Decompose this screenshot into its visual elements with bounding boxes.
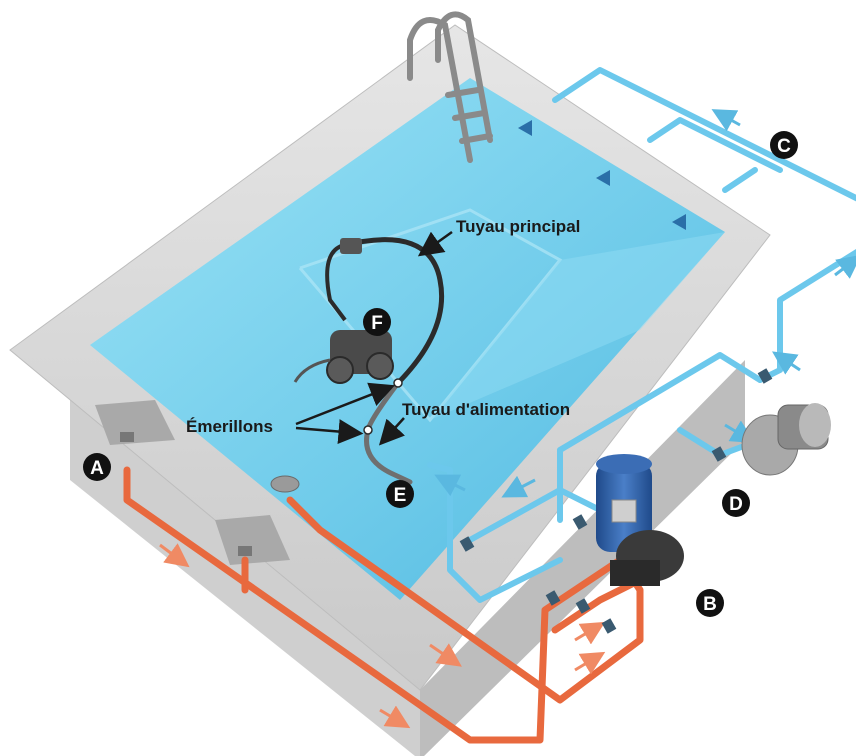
badge-d: D [722, 489, 750, 517]
label-feed-hose: Tuyau d'alimentation [402, 400, 570, 419]
filter-valve [612, 500, 636, 522]
swivel-upper [394, 379, 402, 387]
booster-pump [742, 403, 831, 475]
svg-text:A: A [90, 458, 104, 479]
skimmer-b-part [238, 546, 252, 556]
svg-text:D: D [729, 494, 743, 515]
swivel-lower [364, 426, 372, 434]
booster-pump-face [799, 403, 831, 447]
badge-b: B [696, 589, 724, 617]
drain-fitting [271, 476, 299, 492]
label-swivels: Émerillons [186, 417, 273, 436]
badge-c: C [770, 131, 798, 159]
svg-text:C: C [777, 136, 791, 157]
label-main-hose: Tuyau principal [456, 217, 580, 236]
filter-pump-base [610, 560, 660, 586]
filter-tank-top [596, 454, 652, 474]
svg-text:E: E [394, 485, 407, 506]
cleaner-wheel-left [327, 357, 353, 383]
svg-text:F: F [371, 313, 383, 334]
hose-float [340, 238, 362, 254]
badge-e: E [386, 480, 414, 508]
badge-a: A [83, 453, 111, 481]
skimmer-a-part [120, 432, 134, 442]
badge-f: F [363, 308, 391, 336]
cleaner-wheel-right [367, 353, 393, 379]
svg-text:B: B [703, 594, 717, 615]
